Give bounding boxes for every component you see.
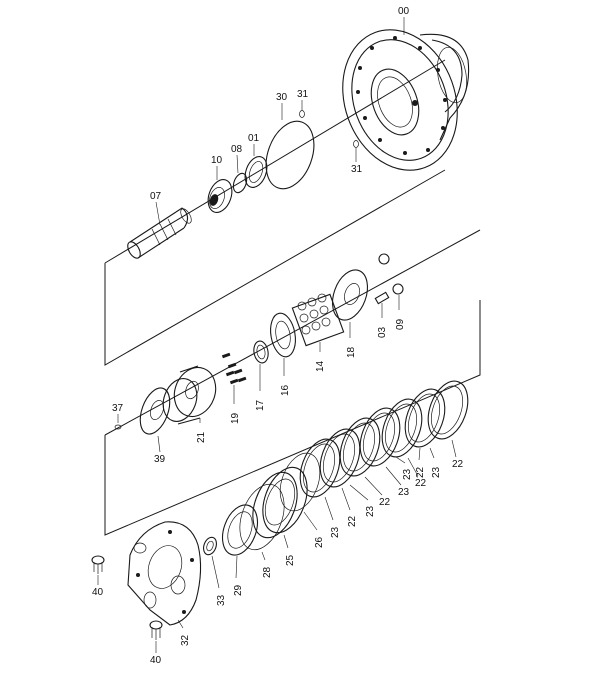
callout-30: 30 (276, 92, 288, 103)
callout-18: 18 (346, 346, 357, 358)
plate-part-39 (139, 387, 171, 435)
callout-01: 01 (248, 133, 260, 144)
group-frame-upper (104, 59, 446, 366)
group-frame-lower (104, 229, 481, 536)
callout-22-e: 22 (415, 466, 426, 478)
callout-22-b: 22 (415, 478, 427, 489)
pin-part-37 (114, 424, 122, 430)
friction-plate-stack-22-23 (299, 380, 469, 498)
callout-22-a: 22 (452, 459, 464, 470)
pin-set-part-19 (221, 352, 247, 385)
callout-31-lower: 31 (351, 164, 363, 175)
callout-26: 26 (314, 536, 325, 548)
callout-08: 08 (231, 144, 243, 155)
shaft-part-07 (127, 207, 192, 259)
bearing-part-10 (207, 179, 233, 213)
ring-part-26 (279, 452, 321, 512)
callout-29: 29 (233, 584, 244, 596)
callout-28: 28 (262, 566, 273, 578)
callout-39: 39 (154, 454, 166, 465)
spring-part-33 (203, 536, 217, 556)
callout-23-e: 23 (402, 468, 413, 480)
callout-21: 21 (196, 431, 207, 443)
ball-part-09-lower (392, 283, 404, 295)
callout-37: 37 (112, 403, 124, 414)
callout-33: 33 (216, 594, 227, 606)
callout-22-d: 22 (347, 515, 358, 527)
bolt-part-40-upper (91, 555, 105, 574)
o-ring-part-30 (265, 120, 315, 190)
plug-part-31-upper (299, 110, 305, 118)
seal-part-01 (244, 156, 268, 188)
callout-23-c: 23 (365, 505, 376, 517)
housing-part-00 (342, 29, 470, 171)
callout-00: 00 (398, 6, 410, 17)
callout-19: 19 (230, 412, 241, 424)
callout-10: 10 (211, 155, 223, 166)
cylinder-block-part-21 (162, 365, 217, 425)
backup-ring-part-28 (239, 483, 285, 551)
callout-25: 25 (285, 554, 296, 566)
brake-piston-part-25 (252, 466, 308, 539)
callout-40-upper: 40 (92, 587, 104, 598)
callout-23-a: 23 (431, 466, 442, 478)
seal-ring-part-29 (221, 504, 259, 556)
callout-09: 09 (395, 318, 406, 330)
callout-03: 03 (377, 326, 388, 338)
callout-14: 14 (315, 360, 326, 372)
callout-40-lower: 40 (150, 655, 162, 666)
plate-part-18 (331, 269, 369, 321)
ball-part-09-upper (378, 253, 390, 265)
piston-assembly-part-14 (291, 293, 345, 347)
plug-part-31-lower (353, 140, 359, 148)
ring-part-17 (253, 340, 269, 364)
pin-part-03 (374, 291, 390, 305)
snap-ring-part-08 (232, 172, 248, 194)
valve-body-part-32 (127, 521, 202, 626)
callout-17: 17 (255, 399, 266, 411)
plate-part-16 (270, 312, 296, 358)
callout-23-d: 23 (330, 526, 341, 538)
callout-23-b: 23 (398, 487, 410, 498)
callout-16: 16 (280, 384, 291, 396)
callout-labels: 00 30 31 31 01 08 10 07 03 09 18 14 16 1… (92, 6, 464, 666)
callout-22-c: 22 (379, 497, 391, 508)
callout-32: 32 (180, 634, 191, 646)
callout-07: 07 (150, 191, 162, 202)
bolt-part-40-lower (149, 620, 163, 640)
callout-31-upper: 31 (297, 89, 309, 100)
